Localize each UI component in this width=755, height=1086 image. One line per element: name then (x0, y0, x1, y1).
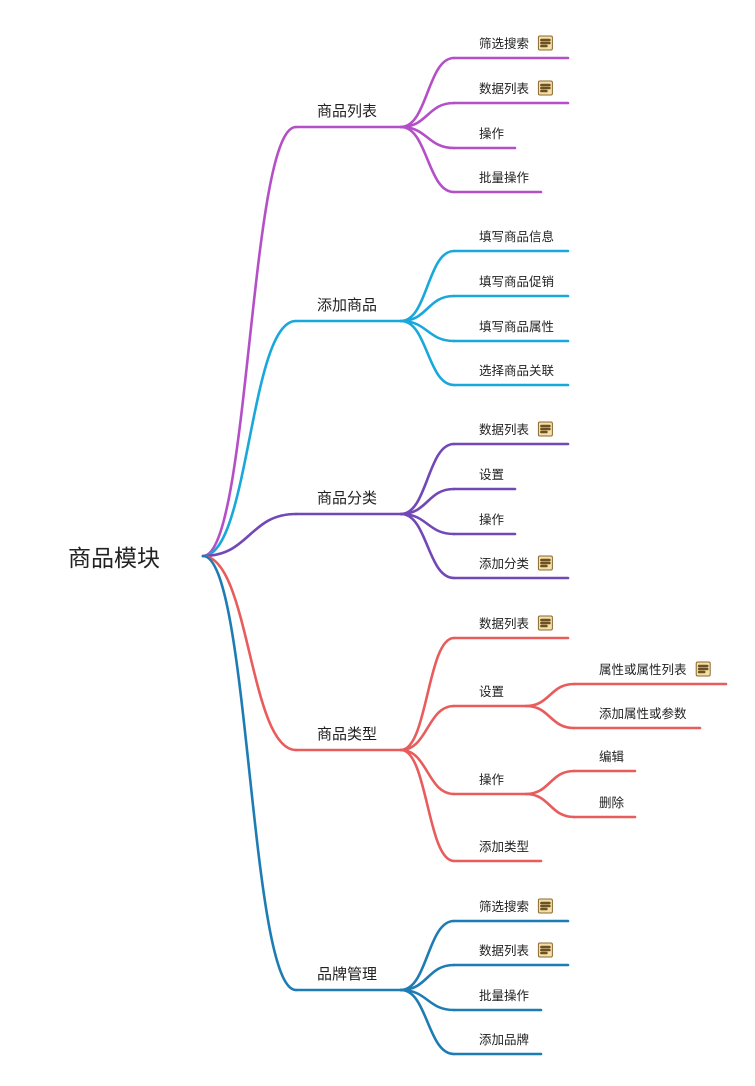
detail-topic[interactable]: 删除 (599, 795, 625, 810)
branch-connector (201, 512, 298, 558)
detail-topic[interactable]: 编辑 (599, 749, 624, 764)
subtopic-connector (399, 319, 456, 387)
subtopic-connector (399, 442, 456, 516)
subtopic-connector (399, 125, 456, 194)
branch-topic[interactable]: 品牌管理 (317, 965, 377, 983)
subtopic-connector (399, 988, 456, 1056)
note-icon[interactable] (537, 898, 553, 914)
topic-nodes: 商品列表筛选搜索数据列表操作批量操作添加商品填写商品信息填写商品促销填写商品属性… (317, 35, 711, 1047)
subtopic-connector (399, 249, 456, 323)
subtopic[interactable]: 操作 (479, 512, 505, 527)
subtopic[interactable]: 添加品牌 (479, 1032, 529, 1047)
note-icon[interactable] (537, 421, 553, 437)
detail-connector (524, 769, 576, 796)
subtopic-connector (399, 919, 456, 992)
note-icon[interactable] (537, 615, 553, 631)
subtopic-connector (399, 636, 456, 752)
subtopic[interactable]: 筛选搜索 (479, 899, 529, 914)
subtopic[interactable]: 填写商品促销 (479, 274, 554, 289)
branch-connector (201, 125, 298, 558)
note-icon[interactable] (695, 661, 711, 677)
note-icon[interactable] (537, 555, 553, 571)
branch-connector (201, 554, 298, 752)
subtopic[interactable]: 填写商品信息 (479, 229, 554, 244)
detail-connector (524, 704, 576, 730)
subtopic-connector (399, 56, 456, 129)
detail-connector (524, 682, 576, 708)
subtopic[interactable]: 数据列表 (479, 616, 530, 631)
subtopic[interactable]: 操作 (479, 126, 505, 141)
subtopic[interactable]: 数据列表 (479, 422, 530, 437)
root-topic[interactable]: 商品模块 (68, 546, 160, 572)
subtopic[interactable]: 批量操作 (479, 170, 530, 185)
note-icon[interactable] (537, 35, 553, 51)
subtopic-connector (399, 512, 456, 580)
detail-topic[interactable]: 添加属性或参数 (599, 706, 687, 721)
subtopic[interactable]: 操作 (479, 772, 505, 787)
note-icon[interactable] (537, 80, 553, 96)
branch-topic[interactable]: 添加商品 (317, 296, 377, 314)
subtopic[interactable]: 添加分类 (479, 556, 530, 571)
subtopic[interactable]: 设置 (479, 467, 504, 482)
subtopic[interactable]: 筛选搜索 (479, 36, 529, 51)
subtopic-connector (399, 748, 456, 863)
subtopic[interactable]: 填写商品属性 (479, 319, 554, 334)
detail-topic[interactable]: 属性或属性列表 (599, 662, 687, 677)
branch-topic[interactable]: 商品列表 (317, 102, 377, 120)
subtopic[interactable]: 设置 (479, 684, 504, 699)
branch-topic[interactable]: 商品分类 (317, 489, 377, 507)
detail-connector (524, 792, 576, 819)
branch-connector (201, 554, 298, 992)
subtopic[interactable]: 数据列表 (479, 943, 530, 958)
subtopic[interactable]: 选择商品关联 (479, 363, 555, 378)
subtopic[interactable]: 批量操作 (479, 988, 530, 1003)
note-icon[interactable] (537, 942, 553, 958)
subtopic-connector (399, 704, 456, 752)
subtopic[interactable]: 添加类型 (479, 839, 529, 854)
branch-connector (201, 319, 298, 558)
subtopic-connector (399, 748, 456, 796)
subtopic[interactable]: 数据列表 (479, 81, 530, 96)
branch-topic[interactable]: 商品类型 (317, 725, 377, 743)
connector-lines (201, 56, 728, 1056)
